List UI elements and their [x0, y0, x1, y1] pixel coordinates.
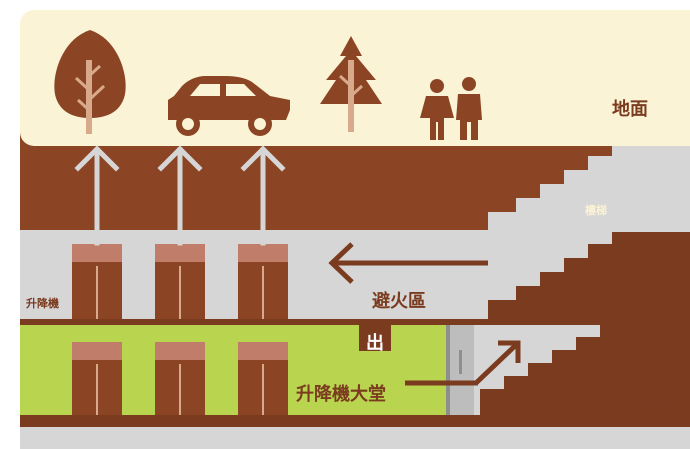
elevator-lobby-3 [238, 342, 288, 415]
waiting-area-label: 候援處 [648, 399, 681, 412]
up-arrows [74, 145, 286, 246]
people-icon [420, 77, 482, 140]
exit-sign: 出 [359, 325, 391, 354]
refuge-area-label: 避火區 [372, 291, 426, 312]
elevator-lobby-1 [72, 342, 122, 415]
lower-stairs [480, 325, 690, 415]
car-icon [168, 76, 290, 136]
middle-stairs [488, 230, 690, 319]
elevator-label: 升降機 [26, 297, 59, 310]
elevator-lobby-label: 升降機大堂 [296, 384, 386, 405]
floor-slab [20, 319, 690, 325]
basement-slab [20, 415, 690, 427]
stairs-middle-label: 樓梯 [545, 305, 567, 318]
stairs-upper-label: 樓梯 [585, 204, 607, 217]
ground-label: 地面 [612, 99, 648, 120]
basement-floor [20, 427, 690, 449]
stairs-lower-label: 樓梯 [545, 399, 567, 412]
left-arrow [328, 242, 488, 284]
lobby-arrow [405, 340, 521, 386]
upper-stairs [488, 146, 690, 230]
elevator-lobby-2 [155, 342, 205, 415]
elevator-refuge-2 [155, 244, 205, 319]
elevator-refuge-1 [72, 244, 122, 319]
pine-tree-icon [320, 36, 382, 132]
elevator-refuge-3 [238, 244, 288, 319]
tree-icon [54, 30, 126, 134]
wheelchair-icon [599, 367, 634, 411]
